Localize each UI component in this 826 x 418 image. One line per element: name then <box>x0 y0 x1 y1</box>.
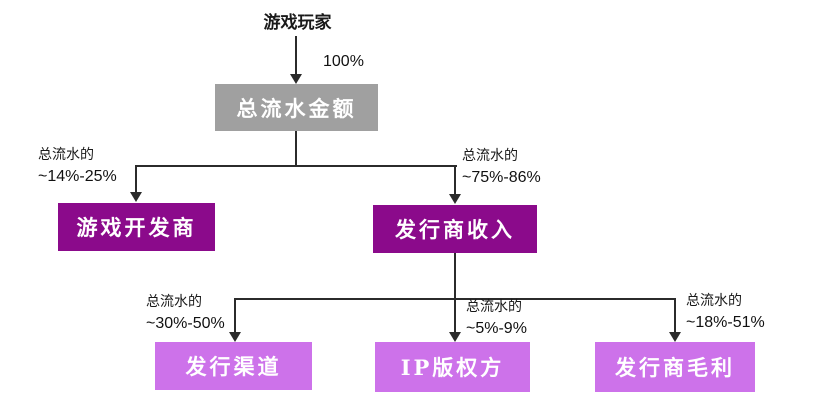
node-ip-copyright-holder: IP版权方 <box>375 342 530 392</box>
share-label-channel: 总流水的 ~30%-50% <box>146 294 225 334</box>
share-label-ip: 总流水的 ~5%-9% <box>466 299 527 339</box>
connector-drop-ip <box>454 298 456 334</box>
arrowhead-developer <box>130 192 142 202</box>
node-publisher-revenue: 发行商收入 <box>373 205 537 253</box>
share-prefix-developer: 总流水的 <box>38 147 94 163</box>
share-range-publisher: ~75%-86% <box>462 168 541 186</box>
share-range-developer: ~14%-25% <box>38 167 117 185</box>
share-range-channel: ~30%-50% <box>146 314 225 332</box>
arrowhead-gross-profit <box>669 332 681 342</box>
node-game-players: 游戏玩家 <box>263 13 332 33</box>
node-total-flow-amount: 总流水金额 <box>215 84 378 131</box>
node-game-developer: 游戏开发商 <box>58 203 215 251</box>
connector-drop-channel <box>234 298 236 334</box>
connector-drop-developer <box>135 165 137 194</box>
arrowhead-publisher <box>449 194 461 204</box>
connector-total-stem <box>295 131 297 167</box>
connector-level2-horizontal <box>135 165 457 167</box>
share-label-publisher: 总流水的 ~75%-86% <box>462 148 541 188</box>
node-publisher-gross-profit: 发行商毛利 <box>595 342 755 392</box>
share-prefix-publisher: 总流水的 <box>462 148 518 164</box>
arrowhead-total <box>290 74 302 84</box>
share-range-gross-profit: ~18%-51% <box>686 313 765 331</box>
connector-drop-publisher <box>454 165 456 196</box>
connector-players-to-total <box>295 36 297 76</box>
share-prefix-ip: 总流水的 <box>466 299 522 315</box>
connector-drop-gross-profit <box>674 298 676 334</box>
arrowhead-ip <box>449 332 461 342</box>
share-label-gross-profit: 总流水的 ~18%-51% <box>686 293 765 333</box>
share-prefix-gross-profit: 总流水的 <box>686 293 742 309</box>
label-100-percent: 100% <box>323 53 364 70</box>
arrowhead-channel <box>229 332 241 342</box>
share-prefix-channel: 总流水的 <box>146 294 202 310</box>
share-range-ip: ~5%-9% <box>466 319 527 337</box>
share-label-developer: 总流水的 ~14%-25% <box>38 147 117 187</box>
node-distribution-channel: 发行渠道 <box>155 342 312 390</box>
connector-publisher-stem <box>454 253 456 299</box>
